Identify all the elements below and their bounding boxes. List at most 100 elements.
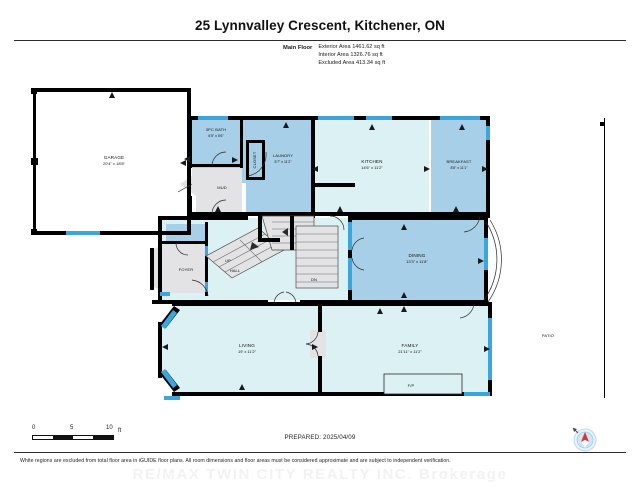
fireplace (383, 373, 463, 395)
wall-garage-jamb-lower (31, 229, 37, 235)
window-bath-top (198, 116, 228, 120)
marker-dining-bottom (401, 292, 407, 298)
wall-garage-top (33, 88, 191, 92)
marker-breakfast-right (482, 166, 488, 172)
wall-stair-diag (258, 238, 280, 242)
compass-needle-north (581, 432, 589, 442)
label-dining-dim: 13'3" x 11'8" (406, 259, 428, 264)
label-family-dim: 21'11" x 11'2" (398, 349, 422, 354)
wall-hall-left (158, 218, 162, 304)
floor-label: Main Floor (283, 44, 313, 51)
wall-upper-bottom-right (314, 212, 490, 216)
wall-clo-bottom (162, 241, 208, 244)
room-fill-living (160, 306, 318, 394)
label-mud-name: MUD (217, 185, 227, 190)
window-foyer-2 (205, 282, 208, 292)
label-family-name: FAMILY (402, 343, 419, 348)
wall-upper-left (188, 116, 192, 168)
door-patio-arc-inner (483, 221, 498, 301)
label-stair-down: DN (311, 277, 317, 282)
label-fireplace-name: F/P (408, 383, 415, 388)
label-laundry-name: LAUNDRY (273, 153, 293, 158)
marker-family-right (484, 346, 490, 352)
room-fills (36, 90, 604, 394)
wall-closet-bottom (246, 177, 265, 180)
marker-kitchen-right (424, 166, 430, 172)
wall-dining-top (348, 216, 488, 220)
scale-bar-graphic (32, 435, 114, 440)
window-dining-left-2 (348, 258, 352, 290)
window-foyer-1 (205, 246, 208, 256)
scale-unit: ft (118, 428, 122, 434)
door-garage-mud (177, 183, 193, 193)
wall-hall-top (158, 216, 248, 220)
wall-garage-bottom (33, 231, 191, 235)
marker-living-bottom (239, 384, 245, 390)
marker-garage-right (180, 160, 186, 166)
scale-segment-1 (53, 436, 73, 439)
stairs (205, 215, 339, 289)
marker-laundry-top (283, 122, 289, 128)
marker-living-left (162, 344, 168, 350)
wall-mud-left (188, 196, 192, 216)
room-fill-connector (310, 330, 326, 358)
label-dining-name: DINING (409, 253, 426, 258)
label-garage-dim: 20'4" x 18'8" (103, 161, 126, 166)
window-living-chamfer-top (161, 310, 177, 329)
wall-kitchen-left (311, 118, 315, 218)
scale-ticks: 0 5 10 (32, 425, 114, 434)
wall-patio-edge (604, 118, 605, 398)
door-dining-1 (351, 237, 365, 251)
door-family-corner (459, 303, 475, 319)
door-bath (211, 151, 227, 167)
door-clo (175, 242, 189, 256)
door-living-family-1 (305, 331, 319, 345)
label-kitchen-name: KITCHEN (361, 159, 382, 164)
marker-kitchen-left (312, 166, 318, 172)
wall-living-left-up (158, 322, 162, 356)
door-hall-living-1 (273, 291, 285, 305)
marker-breakfast-top (459, 124, 465, 130)
wall-stair-left (258, 216, 262, 242)
door-breakfast-corner (463, 215, 481, 233)
door-patio-arc-outer (487, 219, 502, 303)
door-laundry (247, 151, 267, 177)
compass-needle-south (580, 439, 590, 449)
label-breakfast-dim: 8'8" x 11'1" (451, 166, 469, 170)
header-divider (14, 40, 626, 41)
door-kitchen (329, 215, 345, 231)
footer-divider (14, 452, 626, 453)
stair-down (295, 225, 339, 289)
room-fill-dining (352, 218, 484, 302)
window-dining-left-1 (348, 222, 352, 250)
scale-bar: 0 5 10 ft (32, 425, 121, 440)
label-breakfast-name: BREAKFAST (447, 159, 472, 164)
wall-bath-bottom (190, 164, 243, 167)
marker-mud-bottom (215, 206, 221, 212)
excluded-area: Excluded Area 413.34 sq ft (318, 60, 386, 67)
marker-dining-bottom-out (401, 306, 407, 312)
wall-upper-bottom-left (188, 212, 314, 216)
marker-kitchen-bottom (337, 206, 343, 212)
room-fill-laundry (192, 120, 313, 216)
wall-lower-top-right (322, 302, 492, 306)
wall-closet-right (262, 140, 265, 180)
marker-garage-top (109, 92, 115, 98)
prepared-date: PREPARED: 2025/04/09 (284, 434, 356, 441)
label-kitchen-dim: 14'6" x 11'2" (361, 165, 383, 170)
wall-bath-right (240, 118, 243, 168)
room-fill-foyer (166, 243, 206, 293)
label-laundry-dim: 5'7" x 11'2" (275, 160, 293, 164)
compass-rose (572, 427, 597, 452)
area-summary: Main Floor Exterior Area 1461.62 sq ft I… (283, 43, 385, 68)
scale-tick-10: 10 (106, 425, 113, 431)
window-foyer-door (164, 396, 180, 400)
door-foyer (191, 279, 209, 297)
window-kitchen-top-1 (318, 116, 354, 120)
scale-tick-0: 0 (32, 425, 36, 431)
disclaimer-text: White regions are excluded from total fl… (20, 458, 451, 464)
window-living-chamfer-bot (161, 369, 177, 388)
door-hall-living-2 (285, 291, 297, 305)
window-kitchen-top-2 (366, 116, 392, 120)
